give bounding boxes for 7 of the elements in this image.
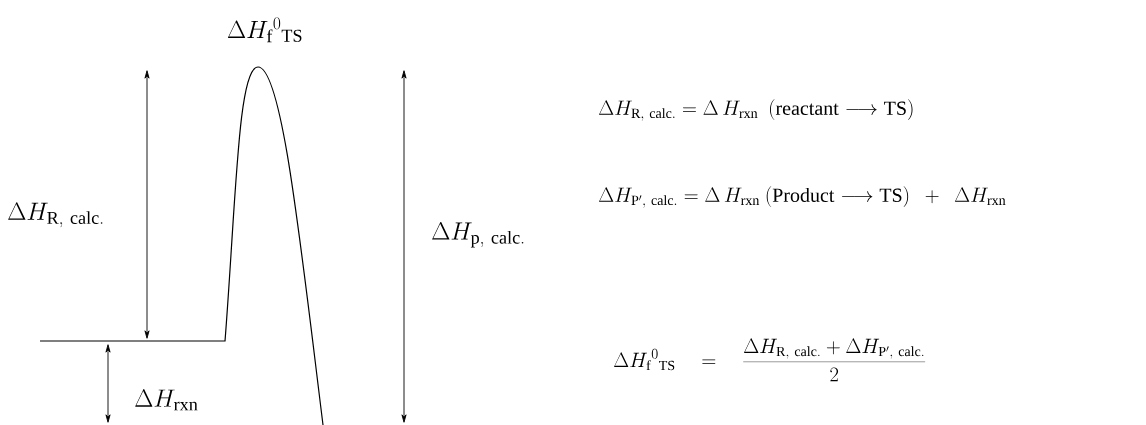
dimension-label: $\Delta H_{\mathrm{p,\ calc.}}$ (432, 221, 524, 248)
peak-label: $\Delta H_{\mathrm{f}}{}^{0}{}_{\mathrm{TS}}$ (227, 17, 302, 43)
equation: $\Delta H_{\mathrm{P',\ calc.}} = \Delta\, H_{\mathrm{rxn}}\ (\mathrm{Product} \longrightarrow \mathrm{TS})\ \ +\ \ \Delta H_{\mathrm{rxn}}$ (598, 186, 1006, 208)
dimension-label: $\Delta H_{\mathrm{R,\ calc.}}$ (8, 202, 103, 228)
equation: $\Delta H_{\mathrm{f}}{}^{0}{}_{\mathrm{TS}} \quad = \quad \frac{\Delta H_{\mathrm{R,\ calc.}} + \Delta H_{\mathrm{P',\ calc.}}}{2}$ (613, 338, 926, 382)
equation: $\Delta H_{\mathrm{R,\ calc.}} = \Delta\, H_{\mathrm{rxn}}\ \ (\mathrm{reactant} \longrightarrow \mathrm{TS})$ (598, 99, 913, 121)
dimension-label: $\Delta H_{\mathrm{rxn}}$ (135, 389, 198, 411)
